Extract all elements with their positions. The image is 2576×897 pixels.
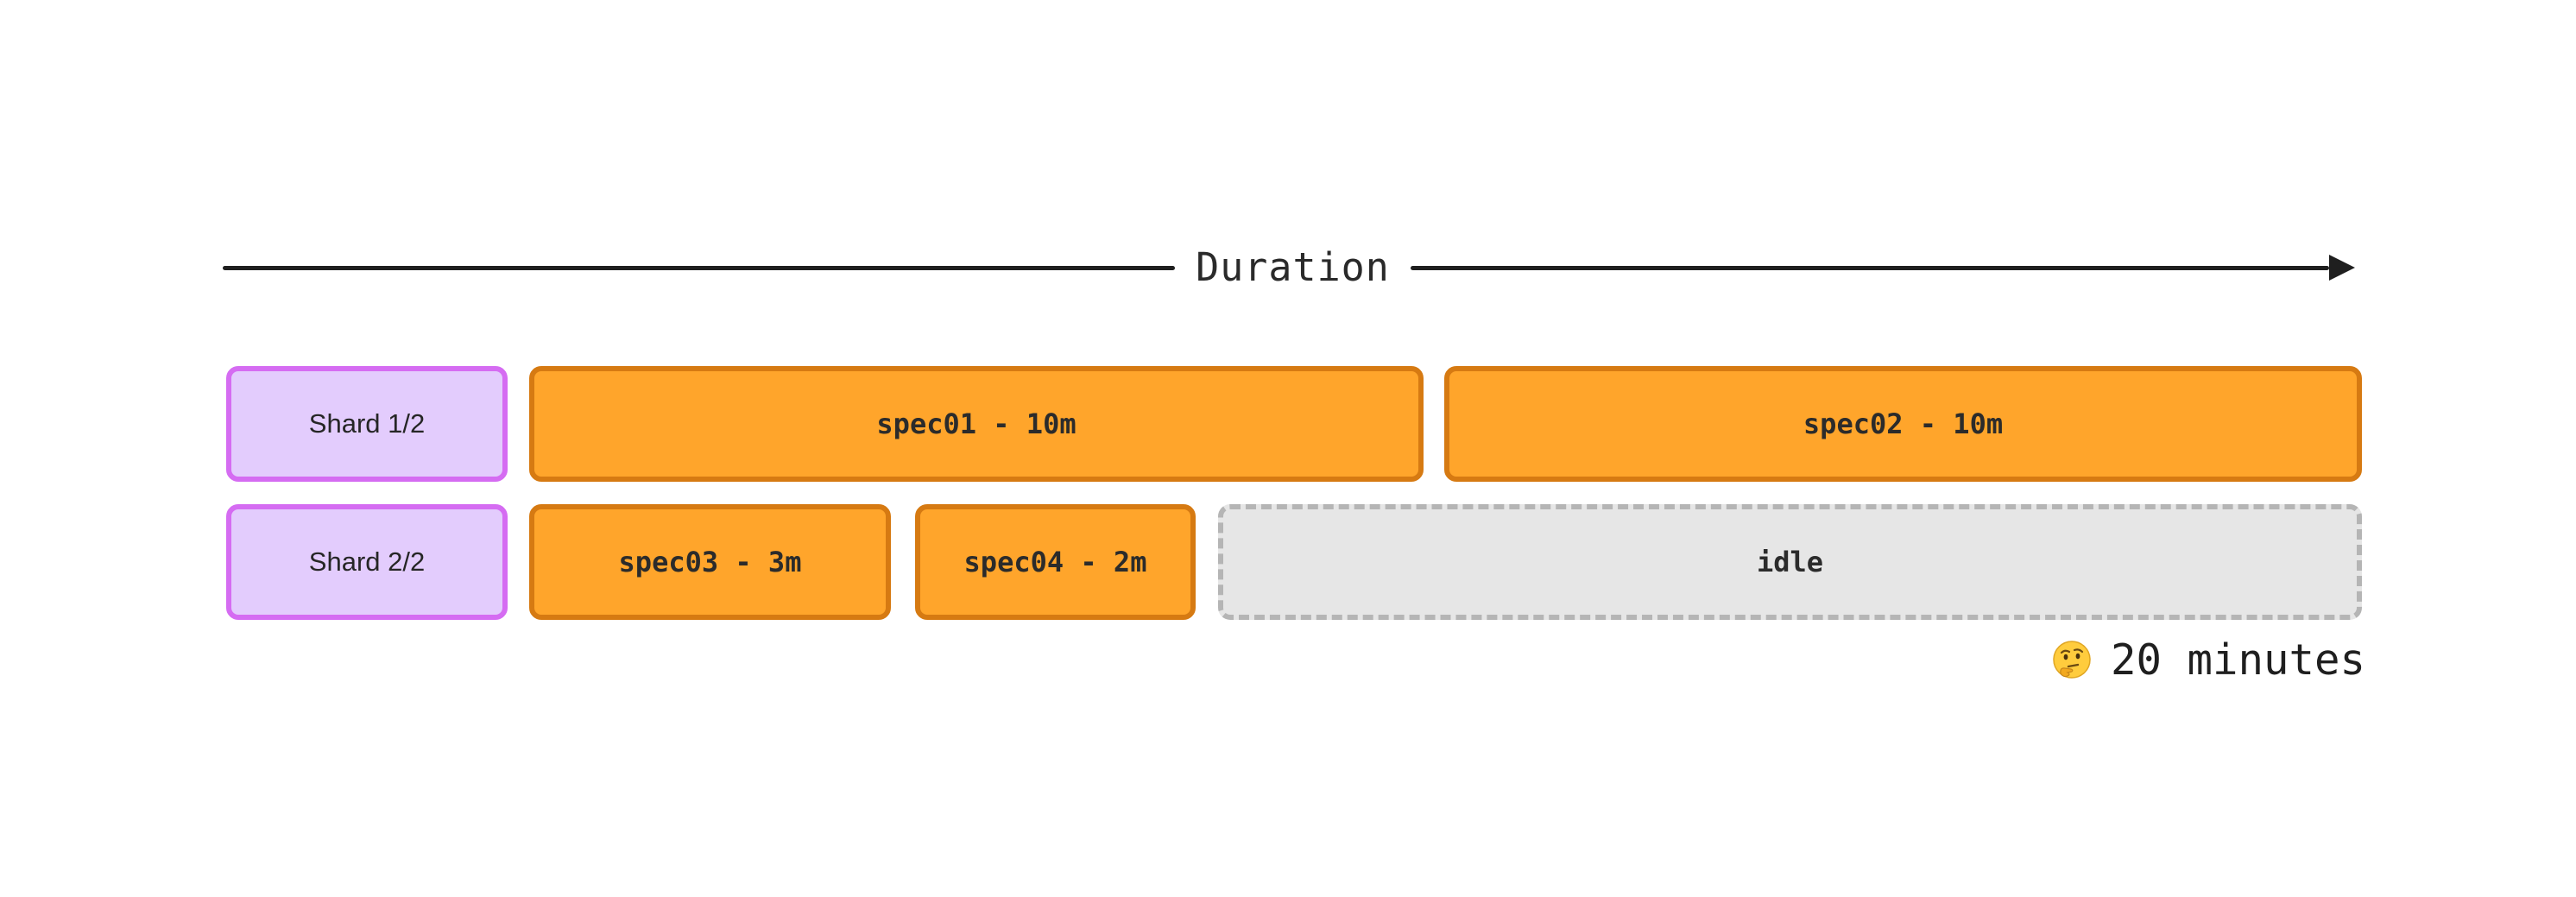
spec-block-spec03: spec03 - 3m <box>529 504 891 620</box>
idle-block: idle <box>1218 504 2362 620</box>
axis-line-left <box>223 266 1175 270</box>
axis-label: Duration <box>1196 244 1390 290</box>
spec-block-spec04: spec04 - 2m <box>915 504 1196 620</box>
duration-axis: Duration <box>223 244 2362 291</box>
shard-label-1: Shard 1/2 <box>226 366 508 482</box>
shard-label-2: Shard 2/2 <box>226 504 508 620</box>
total-duration-text: 20 minutes <box>2110 635 2365 685</box>
axis-line-right <box>1411 266 2329 270</box>
arrow-head-icon <box>2329 255 2355 281</box>
total-duration: 20 minutes <box>2029 634 2365 685</box>
spec-block-spec01: spec01 - 10m <box>529 366 1424 482</box>
thinking-face-icon <box>2053 641 2091 679</box>
spec-block-spec02: spec02 - 10m <box>1444 366 2362 482</box>
